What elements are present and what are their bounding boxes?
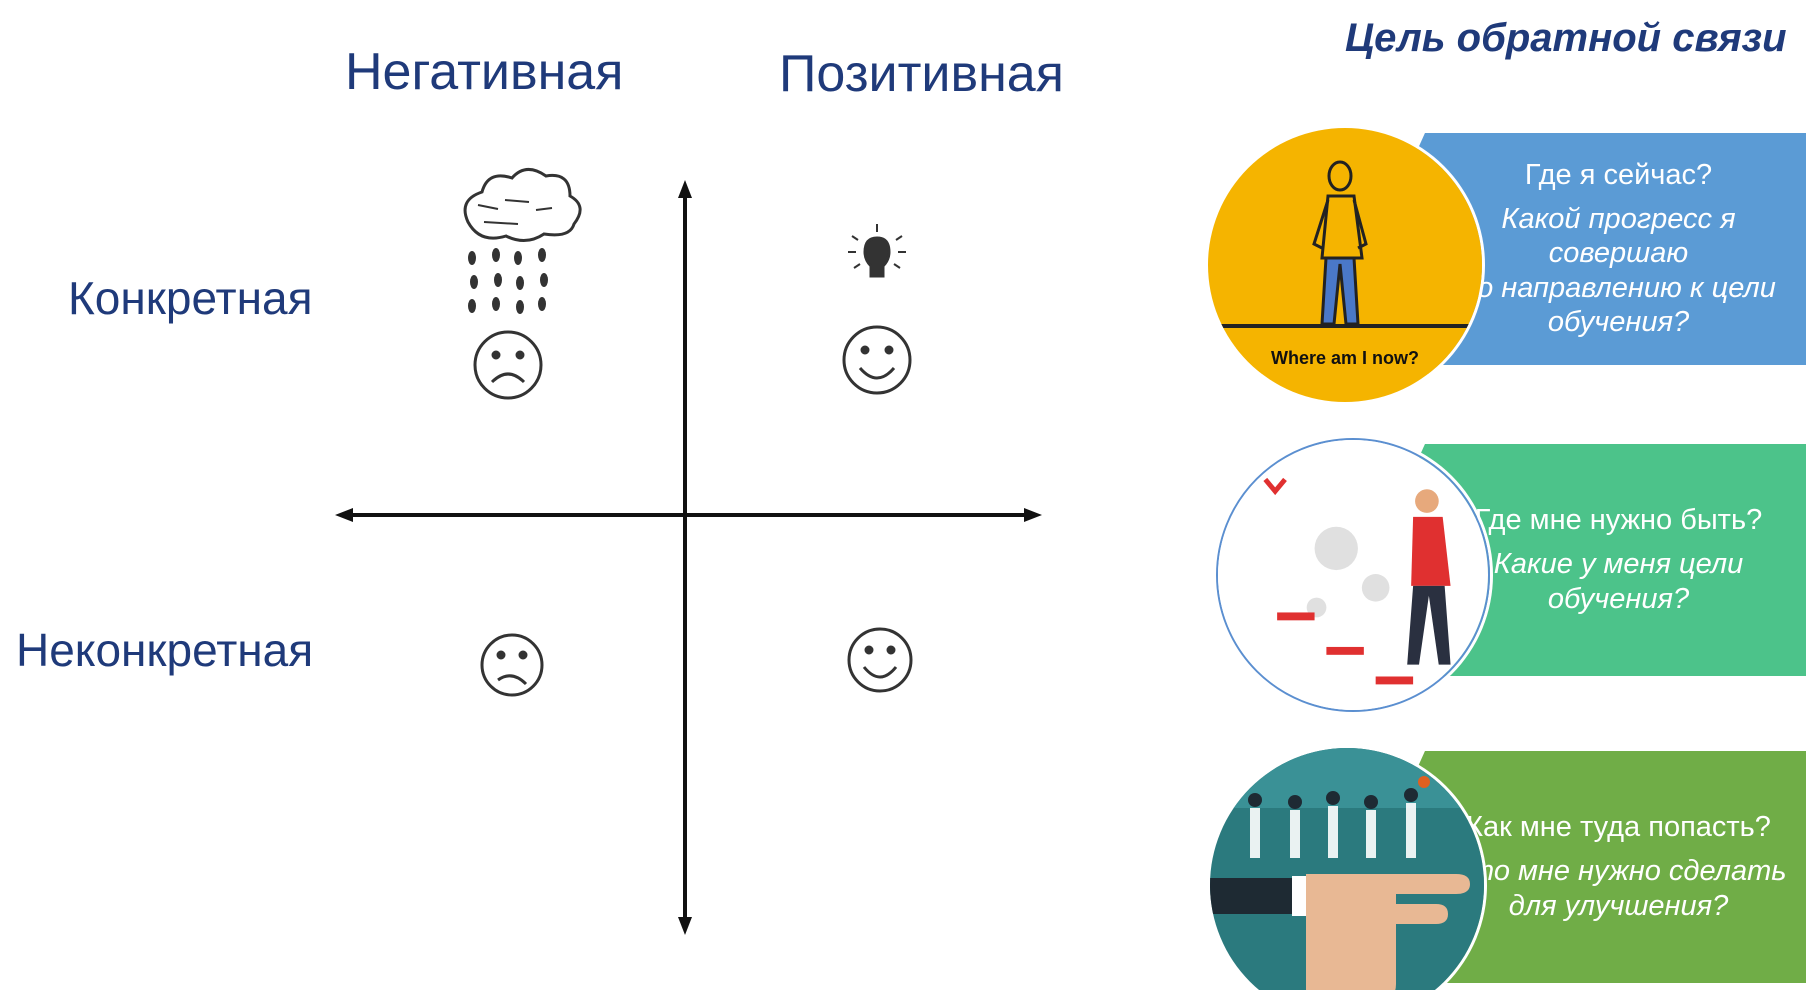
- horizontal-axis: [335, 508, 1042, 522]
- column-label-negative: Негативная: [345, 43, 624, 101]
- arrow-right-icon: [1024, 508, 1042, 522]
- card-answer: Какой прогресс я совершаю по направлению…: [1461, 203, 1776, 338]
- image-caption: Where am I now?: [1271, 348, 1419, 368]
- card-image-where-need: [1216, 438, 1490, 712]
- arrow-down-icon: [678, 917, 692, 935]
- arrow-left-icon: [335, 508, 353, 522]
- card-image-where-now: Where am I now?: [1208, 128, 1482, 402]
- column-label-positive: Позитивная: [779, 45, 1064, 103]
- feedback-goal-title: Цель обратной связи: [1345, 16, 1787, 60]
- worried-face-icon: [480, 633, 544, 697]
- card-question: Где я сейчас?: [1524, 159, 1713, 192]
- lightbulb-smiling-face-icon: [842, 224, 912, 395]
- card-question: Где мне нужно быть?: [1474, 504, 1763, 537]
- smiling-face-icon: [847, 627, 913, 693]
- person-climbing-stairs-icon: [1218, 440, 1488, 710]
- storm-cloud-sad-face-icon: [463, 168, 582, 400]
- card-question: Как мне туда попасть?: [1466, 811, 1771, 844]
- row-label-nonconcrete: Неконкретная: [16, 624, 314, 676]
- card-answer: Какие у меня цели обучения?: [1493, 548, 1744, 615]
- person-standing-icon: Where am I now?: [1208, 128, 1482, 402]
- arrow-up-icon: [678, 180, 692, 198]
- quadrant-diagram: [335, 168, 1042, 935]
- card-answer: Что мне нужно сделать для улучшения?: [1450, 855, 1787, 922]
- vertical-axis: [678, 180, 692, 935]
- row-label-concrete: Конкретная: [68, 272, 313, 324]
